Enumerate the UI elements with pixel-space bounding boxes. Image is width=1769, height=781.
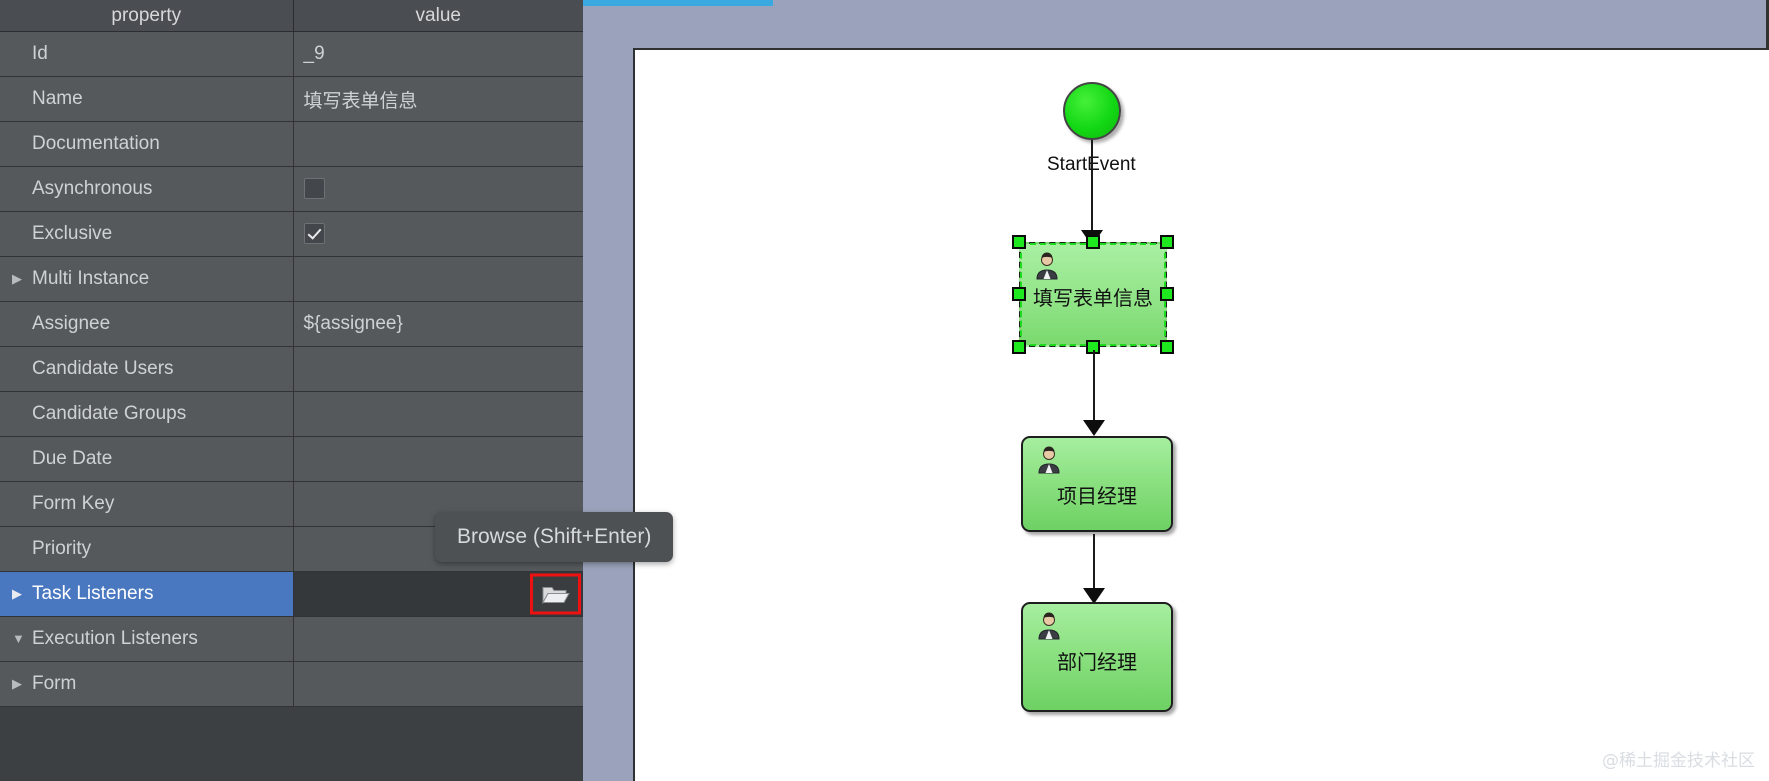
diagram-node-task-1[interactable]: 填写表单信息 [1019, 242, 1167, 347]
resize-handle-se[interactable] [1160, 340, 1174, 354]
property-value-cell[interactable]: ${assignee} [293, 301, 583, 347]
diagram-node-task-2[interactable]: 项目经理 [1021, 436, 1173, 532]
resize-handle-n[interactable] [1086, 235, 1100, 249]
resize-handle-w[interactable] [1012, 287, 1026, 301]
property-label: Asynchronous [32, 177, 153, 199]
property-label: Priority [32, 537, 92, 559]
table-row[interactable]: Exclusive [0, 211, 583, 257]
property-value-cell[interactable] [293, 616, 583, 662]
property-value-cell[interactable]: _9 [293, 31, 583, 77]
diagram-node-task-3[interactable]: 部门经理 [1021, 602, 1173, 712]
property-name-cell[interactable]: ▶ Multi Instance [0, 256, 294, 302]
property-value-cell[interactable] [293, 211, 583, 257]
table-row[interactable]: ▶ Form [0, 661, 583, 707]
property-value-cell[interactable]: 填写表单信息 [293, 76, 583, 122]
table-row-task-listeners-selected[interactable]: ▶ Task Listeners [0, 571, 583, 617]
expand-twisty-icon[interactable]: ▶ [12, 676, 22, 692]
property-value-cell[interactable] [293, 436, 583, 482]
property-label: Multi Instance [32, 267, 150, 289]
properties-table: property value Id _9 Name 填写表单信息 [0, 0, 583, 707]
resize-handle-ne[interactable] [1160, 235, 1174, 249]
property-name-cell[interactable]: Priority [0, 526, 294, 572]
expand-twisty-icon[interactable]: ▶ [12, 271, 22, 287]
column-header-value[interactable]: value [293, 0, 583, 32]
table-header-row: property value [0, 0, 583, 32]
property-value-cell[interactable] [293, 661, 583, 707]
collapse-twisty-icon[interactable]: ▼ [12, 631, 25, 647]
property-label: Exclusive [32, 222, 113, 244]
diagram-canvas-area: StartEvent 填写表单信息 [583, 0, 1769, 781]
property-value-cell[interactable] [293, 166, 583, 212]
property-name-cell[interactable]: ▶ Form [0, 661, 294, 707]
property-label: Candidate Users [32, 357, 174, 379]
table-row[interactable]: Documentation [0, 121, 583, 167]
browse-tooltip: Browse (Shift+Enter) [435, 512, 674, 562]
sequence-flow-3-arrowhead [1083, 588, 1105, 604]
expand-twisty-icon[interactable]: ▶ [12, 586, 22, 602]
property-label: Execution Listeners [32, 627, 198, 649]
watermark-text: @稀土掘金技术社区 [1602, 751, 1755, 771]
user-task-icon [1038, 612, 1060, 640]
property-label: Form Key [32, 492, 115, 514]
property-name-cell[interactable]: ▼ Execution Listeners [0, 616, 294, 662]
diagram-surface[interactable]: StartEvent 填写表单信息 [633, 48, 1769, 781]
table-row[interactable]: ▼ Execution Listeners [0, 616, 583, 662]
property-value-cell[interactable] [293, 391, 583, 437]
table-row[interactable]: Candidate Users [0, 346, 583, 392]
property-label: Task Listeners [32, 582, 154, 604]
table-row[interactable]: Due Date [0, 436, 583, 482]
property-name-cell[interactable]: Due Date [0, 436, 294, 482]
property-name-cell[interactable]: Id [0, 31, 294, 77]
property-value-cell[interactable] [293, 121, 583, 167]
property-value-cell[interactable] [293, 571, 583, 617]
property-label: Due Date [32, 447, 113, 469]
resize-handle-sw[interactable] [1012, 340, 1026, 354]
asynchronous-checkbox[interactable] [303, 178, 325, 200]
table-row[interactable]: Candidate Groups [0, 391, 583, 437]
property-label: Name [32, 87, 83, 109]
sequence-flow-2[interactable] [1093, 350, 1095, 426]
table-row[interactable]: ▶ Multi Instance [0, 256, 583, 302]
property-label: Id [32, 42, 48, 64]
table-row[interactable]: Asynchronous [0, 166, 583, 212]
property-label: Assignee [32, 312, 111, 334]
properties-panel: property value Id _9 Name 填写表单信息 [0, 0, 583, 781]
property-name-cell[interactable]: Assignee [0, 301, 294, 347]
property-name-cell[interactable]: Candidate Groups [0, 391, 294, 437]
property-name-cell[interactable]: Exclusive [0, 211, 294, 257]
properties-table-body: Id _9 Name 填写表单信息 Documentation [0, 31, 583, 707]
user-task-icon [1036, 252, 1058, 280]
table-row[interactable]: Id _9 [0, 31, 583, 77]
user-task-icon [1038, 446, 1060, 474]
property-label: Candidate Groups [32, 402, 187, 424]
canvas-accent-bar [583, 0, 773, 6]
property-name-cell[interactable]: Documentation [0, 121, 294, 167]
diagram-node-start-event[interactable] [1063, 82, 1121, 140]
property-name-cell[interactable]: Asynchronous [0, 166, 294, 212]
property-label: Documentation [32, 132, 160, 154]
sequence-flow-2-arrowhead [1083, 420, 1105, 436]
sequence-flow-3[interactable] [1093, 534, 1095, 594]
resize-handle-e[interactable] [1160, 287, 1174, 301]
task-2-label: 项目经理 [1057, 484, 1137, 508]
folder-open-icon [541, 586, 570, 604]
column-header-property[interactable]: property [0, 0, 294, 32]
table-row[interactable]: Name 填写表单信息 [0, 76, 583, 122]
property-label: Form [32, 672, 77, 694]
property-name-cell[interactable]: Name [0, 76, 294, 122]
property-name-cell[interactable]: Candidate Users [0, 346, 294, 392]
browse-button[interactable] [530, 573, 581, 615]
table-row[interactable]: Assignee ${assignee} [0, 301, 583, 347]
exclusive-checkbox[interactable] [303, 223, 325, 245]
task-3-label: 部门经理 [1057, 650, 1137, 674]
property-value-cell[interactable] [293, 256, 583, 302]
property-name-cell[interactable]: ▶ Task Listeners [0, 571, 294, 617]
task-1-label: 填写表单信息 [1033, 286, 1153, 310]
resize-handle-nw[interactable] [1012, 235, 1026, 249]
sequence-flow-1[interactable] [1091, 140, 1093, 236]
property-name-cell[interactable]: Form Key [0, 481, 294, 527]
property-value-cell[interactable] [293, 346, 583, 392]
